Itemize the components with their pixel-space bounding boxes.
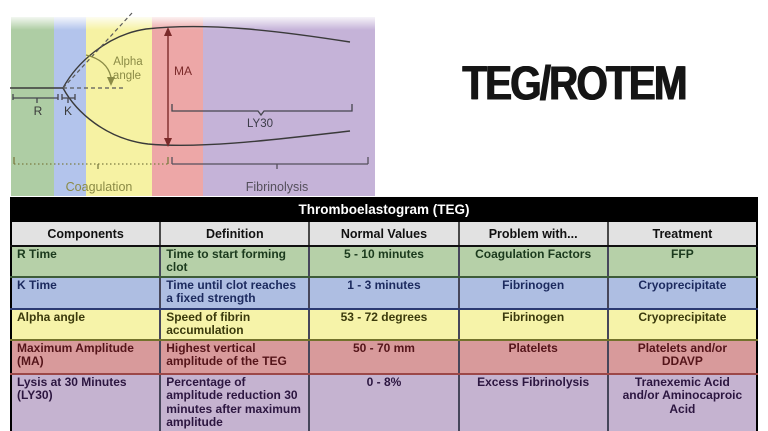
cell-component: Maximum Amplitude (MA) <box>11 339 162 375</box>
page-title: TEG/ROTEM <box>462 57 687 111</box>
table-row-alpha-angle: Alpha angle Speed of fibrin accumulation… <box>11 309 757 341</box>
band-r-green <box>11 17 54 196</box>
cell-definition: Highest vertical amplitude of the TEG <box>160 339 311 375</box>
teg-tracing-diagram: Alpha angle MA LY30 R K Coagulation Fibr… <box>10 12 375 196</box>
col-header-normal-values: Normal Values <box>309 221 460 247</box>
k-bracket <box>61 94 76 103</box>
teg-table: Thromboelastogram (TEG) Components Defin… <box>10 197 758 431</box>
table-header-row: Components Definition Normal Values Prob… <box>11 221 757 247</box>
fibrinolysis-bracket <box>171 157 369 169</box>
cell-definition: Speed of fibrin accumulation <box>160 309 311 341</box>
cell-component: R Time <box>11 246 162 278</box>
cell-component: Lysis at 30 Minutes (LY30) <box>11 373 162 431</box>
alpha-angle-label-line1: Alpha <box>113 56 143 68</box>
alpha-tangent-dashed-line <box>62 12 133 89</box>
cell-normal-values: 0 - 8% <box>309 373 460 431</box>
cell-definition: Time until clot reaches a fixed strength <box>160 277 311 310</box>
cell-component: K Time <box>11 277 162 310</box>
cell-treatment: Cryoprecipitate <box>607 309 757 341</box>
table-title: Thromboelastogram (TEG) <box>11 198 757 222</box>
cell-problem-with: Platelets <box>458 339 609 375</box>
col-header-problem-with: Problem with... <box>458 221 609 247</box>
col-header-treatment: Treatment <box>607 221 757 247</box>
cell-component: Alpha angle <box>11 309 162 341</box>
table-title-row: Thromboelastogram (TEG) <box>11 198 757 222</box>
ly30-label: LY30 <box>247 118 273 130</box>
cell-normal-values: 5 - 10 minutes <box>309 246 460 278</box>
k-label: K <box>64 104 72 118</box>
alpha-angle-arc <box>85 54 112 78</box>
band-top-fade <box>11 17 375 30</box>
ly30-brace <box>171 104 353 117</box>
fibrinolysis-label: Fibrinolysis <box>246 180 309 194</box>
band-alpha-yellow <box>86 17 152 196</box>
cell-normal-values: 53 - 72 degrees <box>309 309 460 341</box>
col-header-components: Components <box>11 221 162 247</box>
table-row-r-time: R Time Time to start forming clot 5 - 10… <box>11 246 757 278</box>
cell-normal-values: 50 - 70 mm <box>309 339 460 375</box>
ma-label: MA <box>174 64 192 78</box>
table-row-k-time: K Time Time until clot reaches a fixed s… <box>11 277 757 310</box>
cell-definition: Time to start forming clot <box>160 246 311 278</box>
alpha-angle-label-line2: angle <box>113 70 141 82</box>
band-k-blue <box>54 17 86 196</box>
r-label: R <box>34 104 43 118</box>
band-ma-red <box>152 17 203 196</box>
band-ly30-purple <box>203 17 375 196</box>
cell-problem-with: Fibrinogen <box>458 309 609 341</box>
cell-treatment: Cryoprecipitate <box>607 277 757 310</box>
ma-arrowhead-down-icon <box>164 138 172 147</box>
cell-problem-with: Fibrinogen <box>458 277 609 310</box>
coagulation-label: Coagulation <box>66 180 133 194</box>
alpha-arrowhead-icon <box>107 77 115 86</box>
cell-treatment: FFP <box>607 246 757 278</box>
cell-problem-with: Coagulation Factors <box>458 246 609 278</box>
teg-upper-curve <box>62 25 351 89</box>
teg-lower-curve <box>62 87 351 147</box>
coagulation-bracket-ticks <box>13 157 169 169</box>
table-row-lysis-30: Lysis at 30 Minutes (LY30) Percentage of… <box>11 373 757 431</box>
col-header-definition: Definition <box>160 221 311 247</box>
cell-definition: Percentage of amplitude reduction 30 min… <box>160 373 311 431</box>
cell-normal-values: 1 - 3 minutes <box>309 277 460 310</box>
cell-treatment: Tranexemic Acid and/or Aminocaproic Acid <box>622 374 743 416</box>
cell-problem-with: Excess Fibrinolysis <box>458 373 609 431</box>
ma-arrowhead-up-icon <box>164 27 172 36</box>
cell-treatment: Platelets and/or DDAVP <box>607 339 757 375</box>
r-bracket <box>12 94 59 103</box>
table-row-maximum-amplitude: Maximum Amplitude (MA) Highest vertical … <box>11 339 757 375</box>
